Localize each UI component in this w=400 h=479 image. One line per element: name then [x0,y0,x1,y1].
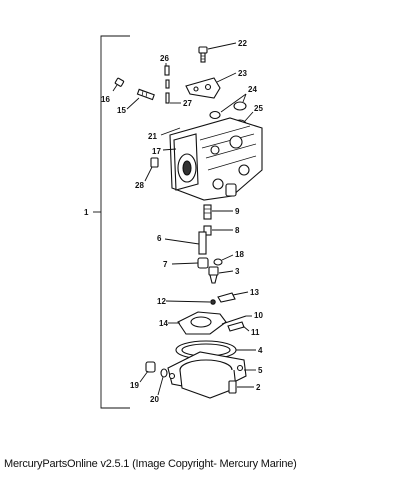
callout-4: 4 [258,346,263,355]
callout-18: 18 [235,250,244,259]
part-ball-12 [165,299,216,305]
callout-27: 27 [183,99,192,108]
callout-15: 15 [117,106,126,115]
image-caption: MercuryPartsOnline v2.5.1 (Image Copyrig… [4,458,297,470]
part-jet-8 [203,225,233,236]
part-float-bowl-5 [167,351,256,399]
callout-24: 24 [248,85,257,94]
callout-26: 26 [160,54,169,63]
callout-19: 19 [130,381,139,390]
part-float-14 [168,311,227,335]
part-holder-7 [171,257,209,269]
callout-2: 2 [256,383,261,392]
callout-1: 1 [84,208,89,217]
callout-16: 16 [101,95,110,104]
callout-10: 10 [254,311,263,320]
part-screw-22 [198,42,237,63]
callout-9: 9 [235,207,240,216]
part-needle-valve-3 [208,266,234,284]
callout-28: 28 [135,181,144,190]
part-fitting-28 [144,157,159,182]
part-arm-11 [227,321,250,332]
callout-5: 5 [258,366,263,375]
callout-14: 14 [159,319,168,328]
callout-11: 11 [251,328,260,337]
part-oring-18 [213,254,234,266]
callout-21: 21 [148,132,157,141]
part-screw-16 [112,77,125,92]
part-mixture-screw-15 [126,88,155,110]
part-washer-20 [157,368,168,396]
callout-22: 22 [238,39,247,48]
part-plugs-24 [209,93,247,120]
callout-23: 23 [238,69,247,78]
part-screw-2 [228,380,254,394]
callout-17: 17 [152,147,161,156]
part-needle-26-27 [164,63,181,104]
part-pin-10 [221,315,252,325]
callout-13: 13 [250,288,259,297]
callout-8: 8 [235,226,240,235]
callout-12: 12 [157,297,166,306]
part-carburetor-body-17 [160,117,263,201]
callout-6: 6 [157,234,162,243]
assembly-bracket: 1 [84,35,130,409]
part-clip-13 [217,291,249,303]
part-gasket-4 [175,340,256,360]
part-tube-6 [164,231,207,255]
part-cover-plate-23 [185,72,237,99]
part-jet-9 [203,204,233,220]
callout-20: 20 [150,395,159,404]
callout-3: 3 [235,267,240,276]
callout-7: 7 [163,260,168,269]
callout-25: 25 [254,104,263,113]
part-screw-19 [139,361,156,383]
